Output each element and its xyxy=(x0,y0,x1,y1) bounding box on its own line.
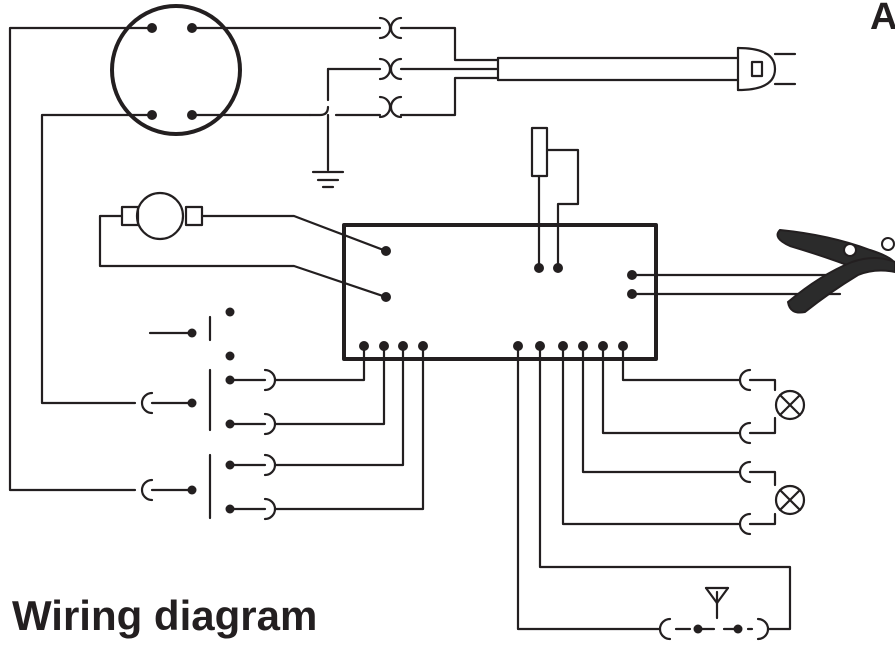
indicator-lamp-1 xyxy=(774,389,806,421)
diagram-caption: Wiring diagram xyxy=(12,592,318,639)
terminal-dots xyxy=(147,23,743,634)
control-module xyxy=(342,223,658,361)
top-connectors xyxy=(308,16,403,172)
small-motor xyxy=(98,191,388,299)
selector-switch xyxy=(140,315,277,521)
switch-wires xyxy=(273,344,425,511)
motor-wires xyxy=(8,26,382,492)
lamp-wires xyxy=(516,344,792,631)
ground-symbol xyxy=(311,170,345,189)
motor-wheel xyxy=(110,4,242,136)
lamp-connectors xyxy=(738,368,777,536)
indicator-lamp-2 xyxy=(774,484,806,516)
push-switch xyxy=(658,586,770,641)
clamp-sensor xyxy=(776,228,895,314)
fan-resistor xyxy=(530,126,580,270)
mains-plug xyxy=(736,46,797,92)
mains-cord xyxy=(399,26,740,117)
corner-label: A xyxy=(870,0,895,38)
